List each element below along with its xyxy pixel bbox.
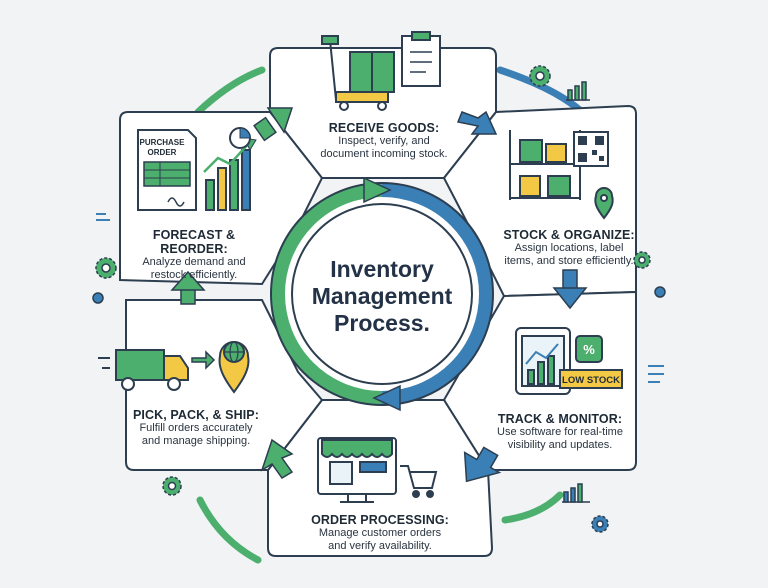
stage-desc-line: Inspect, verify, and — [338, 135, 430, 147]
svg-text:%: % — [583, 342, 595, 357]
stage-desc-line: Use software for real-time — [497, 426, 623, 438]
stage-title: FORECAST & REORDER: — [152, 228, 236, 256]
stage-desc-line: Assign locations, label — [514, 242, 624, 254]
tablet-chart-alert-icon: % — [515, 327, 623, 395]
stage-receive: RECEIVE GOODS: Inspect, verify, and docu… — [296, 121, 472, 161]
stage-desc-line: Fulfill orders accurately — [139, 422, 253, 434]
stage-order: ORDER PROCESSING: Manage customer orders… — [300, 513, 460, 553]
arrow-stock-to-track — [552, 269, 588, 310]
stage-desc-line: items, and store efficiently. — [504, 255, 634, 267]
stage-desc-line: and verify availability. — [328, 540, 432, 552]
purchase-order-label-2: ORDER — [148, 148, 177, 157]
purchase-order-chart-icon — [137, 127, 257, 211]
stage-title: STOCK & ORGANIZE: — [503, 228, 635, 242]
stage-desc-line: Manage customer orders — [318, 527, 442, 539]
truck-globe-pin-icon — [98, 341, 250, 394]
purchase-order-label-1: PURCHASE — [140, 138, 186, 147]
mini-chart-icon — [562, 483, 590, 503]
decorative-elements — [92, 65, 666, 533]
stage-desc-line: document incoming stock. — [320, 148, 448, 160]
text-lines-icon — [96, 213, 664, 383]
low-stock-badge: LOW STOCK — [562, 375, 620, 386]
arrow-forecast-to-receive — [253, 107, 294, 142]
gear-icon — [162, 476, 182, 496]
gear-icon — [591, 515, 609, 533]
center-title-line-2: Management — [311, 283, 453, 309]
stage-title: TRACK & MONITOR: — [497, 412, 623, 426]
stage-stock: STOCK & ORGANIZE: Assign locations, labe… — [490, 228, 648, 268]
shelves-qr-location-icon — [509, 130, 614, 220]
center-title: Inventory Management Process. — [282, 256, 482, 337]
arrow-pick-to-forecast — [170, 270, 206, 305]
stage-desc-line: restock efficiently. — [150, 269, 238, 281]
arrow-track-to-order — [463, 446, 502, 483]
gear-icon — [654, 286, 666, 298]
stage-title: RECEIVE GOODS: — [328, 121, 440, 135]
stage-forecast: FORECAST & REORDER: Analyze demand and r… — [118, 228, 270, 282]
mini-chart-icon — [566, 81, 590, 101]
arrow-order-to-pick — [260, 438, 294, 479]
stage-track: TRACK & MONITOR: Use software for real-t… — [484, 412, 636, 452]
center-title-line-1: Inventory — [330, 256, 434, 282]
gear-icon — [529, 65, 551, 87]
center-title-line-3: Process. — [334, 310, 430, 336]
stage-pick: PICK, PACK, & SHIP: Fulfill orders accur… — [124, 408, 268, 448]
storefront-monitor-cart-icon — [317, 437, 438, 503]
stage-desc-line: Analyze demand and — [142, 256, 246, 268]
gear-icon — [92, 292, 104, 304]
gear-icon — [633, 251, 651, 269]
stage-desc-line: and manage shipping. — [141, 435, 251, 447]
arrow-receive-to-stock — [456, 110, 498, 135]
stage-desc-line: visibility and updates. — [507, 439, 613, 451]
pallet-jack-box-clipboard-icon — [321, 31, 441, 111]
connector-arrows — [170, 107, 588, 483]
stage-title: ORDER PROCESSING: — [311, 513, 449, 527]
stage-title: PICK, PACK, & SHIP: — [133, 408, 259, 422]
center-cycle — [270, 176, 494, 412]
pick-box — [125, 299, 324, 471]
gear-icon — [95, 257, 117, 279]
